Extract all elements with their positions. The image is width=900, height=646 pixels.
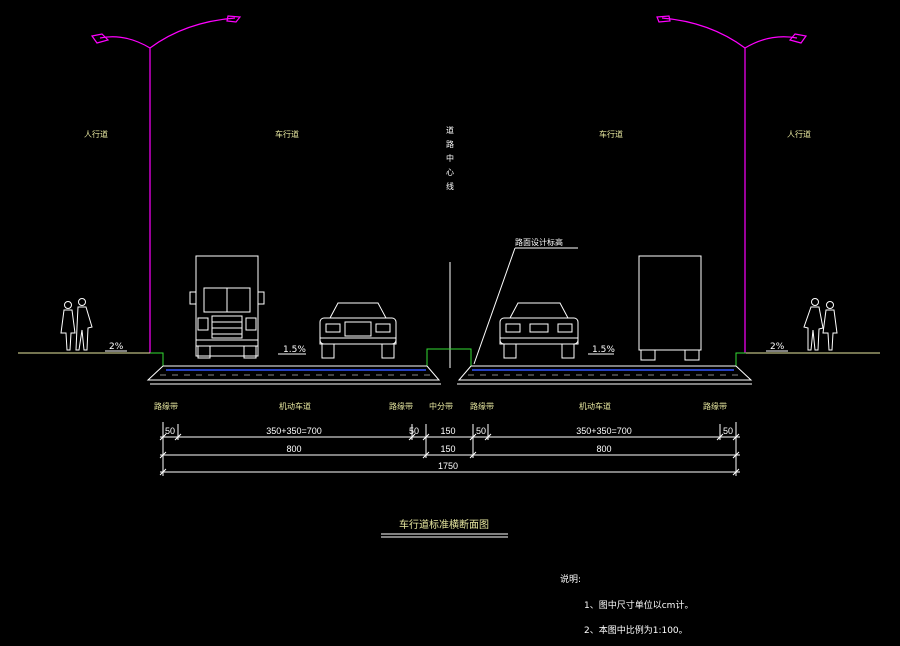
label-lane-right: 机动车道 (579, 401, 611, 411)
dim-row1-1: 350+350=700 (266, 426, 322, 436)
street-lamp-right (656, 15, 808, 353)
slope-right-road: 1.5% (592, 345, 615, 355)
drawing-title: 车行道标准横断面图 (399, 518, 489, 531)
street-lamp-left (90, 15, 242, 353)
slope-left-walk: 2% (109, 342, 124, 352)
label-sidewalk-right: 人行道 (787, 129, 811, 139)
label-curb-right-inner: 路缘带 (470, 401, 494, 411)
label-median: 中分带 (429, 401, 453, 411)
label-curb-right: 路缘带 (703, 401, 727, 411)
dim-row1-4: 50 (476, 426, 486, 436)
note-item-2: 2、本图中比例为1:100。 (584, 624, 688, 636)
car-front-left-icon (319, 302, 397, 359)
curb-right (735, 352, 746, 366)
truck-front-left-icon (189, 255, 265, 359)
dim-row1-2: 50 (409, 426, 419, 436)
slope-left-road: 1.5% (283, 345, 306, 355)
note-item-1: 1、图中尺寸单位以cm计。 (584, 599, 693, 611)
dim-row2-0: 800 (286, 444, 301, 454)
label-centerline: 道路中心线 (446, 125, 455, 196)
label-lane-left: 机动车道 (279, 401, 311, 411)
label-curb-left-inner: 路缘带 (389, 401, 413, 411)
road-surface (18, 348, 880, 385)
section-labels: 路缘带 机动车道 路缘带 中分带 路缘带 机动车道 路缘带 (154, 401, 727, 411)
median (426, 348, 472, 366)
slope-right-walk: 2% (770, 342, 785, 352)
dim-row2-1: 150 (440, 444, 455, 454)
label-carriageway-left: 车行道 (275, 129, 299, 139)
pedestrians-right-icon (803, 298, 838, 351)
dim-row2-2: 800 (596, 444, 611, 454)
dimension-lines (159, 422, 740, 476)
label-sidewalk-left: 人行道 (84, 129, 108, 139)
curb-left (150, 352, 164, 366)
dim-row1-0: 50 (165, 426, 175, 436)
pedestrians-left-icon (60, 298, 93, 351)
label-carriageway-right: 车行道 (599, 129, 623, 139)
dim-row1-6: 50 (723, 426, 733, 436)
label-design-elevation: 路面设计标高 (515, 237, 563, 247)
design-elevation-leader: 路面设计标高 (473, 237, 578, 365)
label-curb-left: 路缘带 (154, 401, 178, 411)
dim-row3: 1750 (438, 461, 458, 471)
notes-heading: 说明: (560, 573, 581, 585)
dim-row1-5: 350+350=700 (576, 426, 632, 436)
truck-rear-right-icon (638, 255, 702, 361)
car-rear-right-icon (499, 302, 579, 359)
dim-row1-3: 150 (440, 426, 455, 436)
